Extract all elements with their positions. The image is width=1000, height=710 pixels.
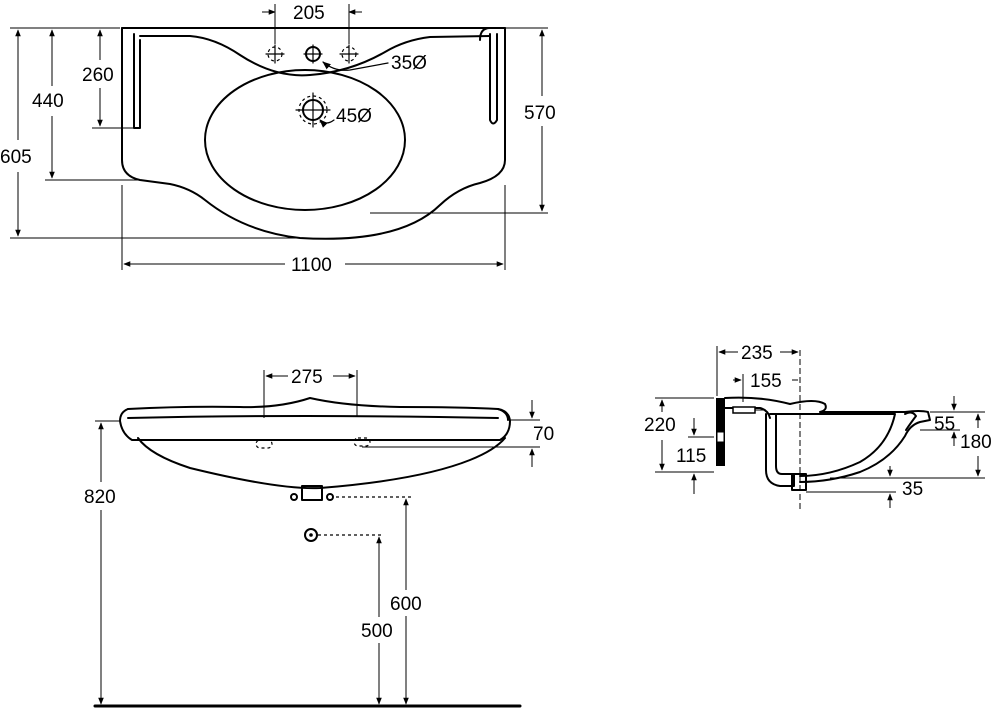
dim-deck-depth: 260 xyxy=(82,65,114,86)
dim-bowl-depth: 570 xyxy=(524,103,556,124)
dim-bowl-height: 180 xyxy=(960,432,992,453)
tap-hole-center-icon xyxy=(303,44,323,64)
top-left-rail xyxy=(133,33,141,129)
dim-tap-spacing: 205 xyxy=(293,3,325,24)
front-bowl xyxy=(137,437,506,490)
front-view: 275 70 820 600 500 xyxy=(84,367,554,708)
waste-hole-icon xyxy=(295,92,331,128)
dim-width: 1100 xyxy=(291,255,332,276)
dim-tap-hole: 35Ø xyxy=(391,53,427,74)
supply-point-icon xyxy=(304,528,384,542)
side-basin-profile xyxy=(724,396,931,483)
outlet-icon xyxy=(791,473,807,491)
top-basin-outline xyxy=(121,27,506,240)
dim-rim-height: 820 xyxy=(84,487,116,508)
waste-outlet-icon xyxy=(301,485,323,501)
front-rim xyxy=(119,408,511,441)
side-bowl-inner xyxy=(769,413,896,477)
dim-rim-thickness: 70 xyxy=(533,424,554,445)
dim-deck-155: 155 xyxy=(750,371,782,392)
dim-waste-hole: 45Ø xyxy=(336,106,372,127)
side-view: 235 155 220 115 180 55 35 xyxy=(644,343,992,510)
dim-bracket: 115 xyxy=(676,446,706,467)
dim-total-height: 220 xyxy=(644,415,676,436)
top-deck-curve xyxy=(139,35,491,77)
dim-supply-height: 500 xyxy=(361,621,393,642)
dim-deck-235: 235 xyxy=(741,343,773,364)
front-deck-line xyxy=(127,415,499,419)
waste-trap-icon xyxy=(765,413,795,487)
side-rim-inner xyxy=(724,407,771,419)
top-view: 205 35Ø 45Ø 605 440 260 570 11 xyxy=(0,3,556,276)
dim-outlet: 35 xyxy=(902,479,923,500)
dim-side-depth: 440 xyxy=(32,91,64,112)
dim-overall-depth: 605 xyxy=(0,147,32,168)
overflow-right-icon xyxy=(353,437,371,447)
dim-waste-height: 600 xyxy=(390,594,422,615)
dim-tap-width: 275 xyxy=(291,367,323,388)
tap-hole-left-icon xyxy=(265,44,285,64)
top-bowl xyxy=(204,69,406,211)
dim-overflow: 55 xyxy=(934,414,955,435)
top-right-rail xyxy=(489,33,498,125)
overflow-left-icon xyxy=(255,439,273,449)
tap-hole-right-icon xyxy=(339,44,359,64)
